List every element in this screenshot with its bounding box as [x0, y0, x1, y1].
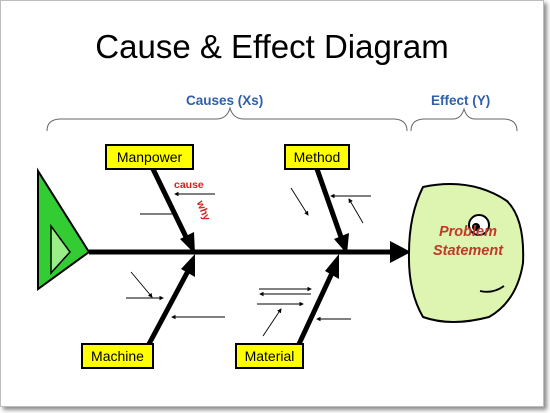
fish-tail	[37, 167, 91, 291]
causes-header: Causes (Xs)	[186, 93, 264, 108]
causes-brace	[46, 106, 408, 132]
problem-line-2: Statement	[432, 243, 504, 259]
category-machine: Machine	[81, 343, 154, 369]
problem-statement: Problem Statement	[413, 223, 523, 261]
spine-arrowhead	[390, 241, 411, 263]
mouth	[479, 285, 505, 293]
cause-annotation: cause	[174, 179, 204, 191]
category-method: Method	[284, 144, 350, 170]
eye-pupil	[472, 223, 480, 231]
category-manpower: Manpower	[105, 144, 194, 170]
effect-header: Effect (Y)	[431, 93, 491, 108]
manpower-bone	[150, 167, 190, 241]
machine-bone	[146, 269, 191, 346]
material-bone	[296, 271, 335, 346]
fish-tail-inner	[50, 223, 71, 275]
category-material: Material	[235, 343, 304, 369]
diagram-title: Cause & Effect Diagram	[95, 28, 449, 65]
problem-line-1: Problem	[438, 224, 497, 240]
fish-head	[407, 183, 525, 323]
slide: Cause & Effect Diagram Causes (Xs) Effec…	[0, 0, 544, 407]
fishbone-diagram	[37, 106, 525, 346]
method-bone	[314, 168, 344, 238]
effect-brace	[410, 107, 518, 132]
